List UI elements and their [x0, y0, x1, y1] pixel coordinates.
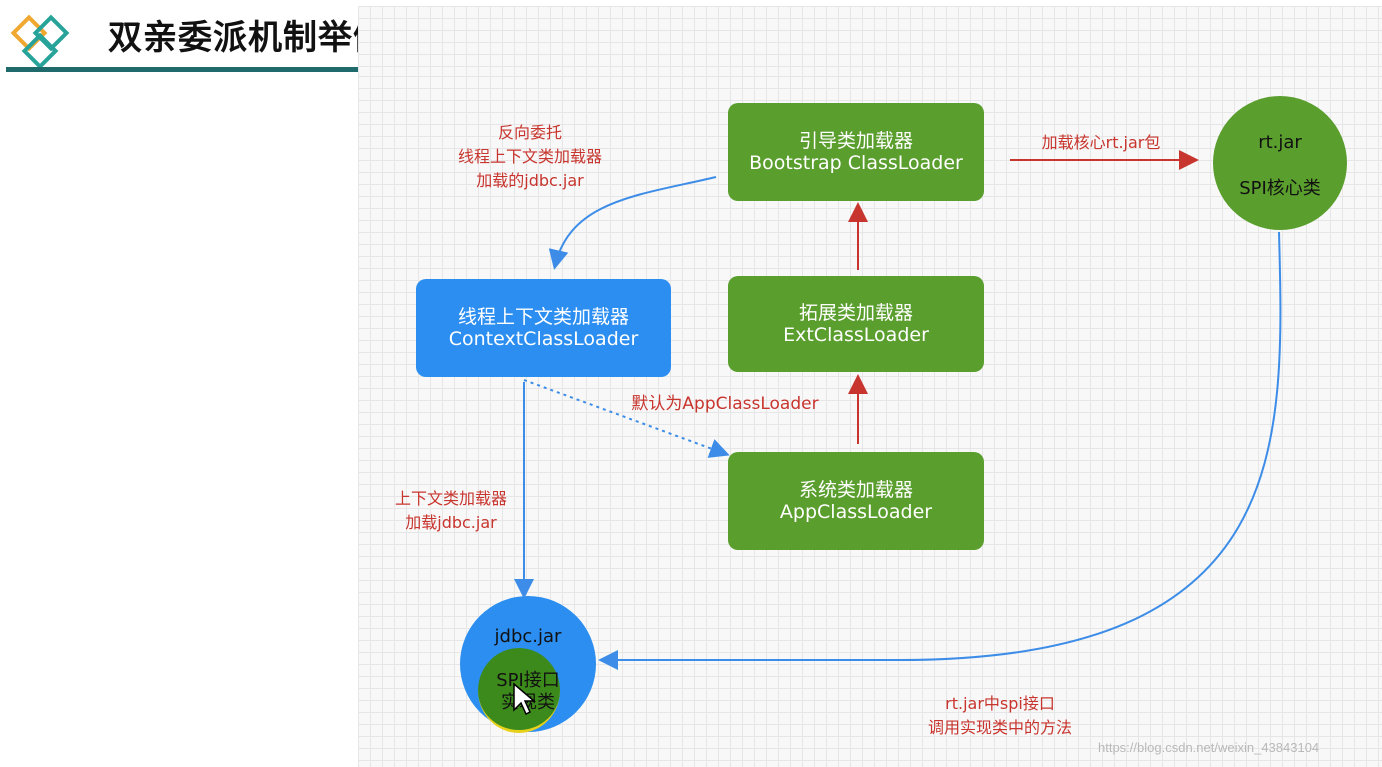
- jdbc-jar-line1: jdbc.jar: [494, 626, 562, 647]
- rt-call-label: rt.jar中spi接口 调用实现类中的方法: [905, 692, 1095, 740]
- title-underline: [6, 67, 358, 72]
- default-app-label: 默认为AppClassLoader: [631, 394, 819, 414]
- jdbc-jar-line2: SPI接口: [496, 670, 560, 691]
- logo-diamonds-icon: [10, 14, 70, 70]
- mouse-cursor-icon: [513, 682, 537, 716]
- context-classloader-node: 线程上下文类加载器 ContextClassLoader: [416, 279, 671, 377]
- rt-call-line1: rt.jar中spi接口: [945, 694, 1055, 713]
- diagram-canvas-top: [358, 6, 1382, 76]
- ext-line2: ExtClassLoader: [783, 324, 929, 346]
- reverse-label-line2: 线程上下文类加载器: [457, 147, 602, 166]
- app-classloader-node: 系统类加载器 AppClassLoader: [728, 452, 984, 550]
- load-core-label: 加载核心rt.jar包: [1041, 133, 1161, 152]
- bootstrap-line1: 引导类加载器: [798, 130, 913, 152]
- ext-classloader-node: 拓展类加载器 ExtClassLoader: [728, 276, 984, 372]
- context-line1: 线程上下文类加载器: [457, 306, 629, 328]
- watermark: https://blog.csdn.net/weixin_43843104: [1098, 740, 1320, 755]
- rt-jar-line2: SPI核心类: [1239, 178, 1321, 199]
- rt-jar-node: rt.jar SPI核心类: [1213, 96, 1347, 230]
- app-line1: 系统类加载器: [798, 479, 913, 501]
- context-line2: ContextClassLoader: [448, 328, 639, 350]
- rt-call-line2: 调用实现类中的方法: [927, 718, 1072, 737]
- reverse-label-line3: 加载的jdbc.jar: [476, 171, 584, 190]
- bootstrap-line2: Bootstrap ClassLoader: [749, 152, 963, 174]
- context-load-label: 上下文类加载器 加载jdbc.jar: [376, 487, 526, 535]
- context-load-line2: 加载jdbc.jar: [405, 513, 497, 532]
- rt-jar-line1: rt.jar: [1258, 132, 1302, 153]
- reverse-label-line1: 反向委托: [497, 123, 562, 142]
- app-line2: AppClassLoader: [779, 501, 933, 523]
- ext-line1: 拓展类加载器: [798, 302, 913, 324]
- reverse-delegation-label: 反向委托 线程上下文类加载器 加载的jdbc.jar: [430, 121, 630, 193]
- jdbc-jar-node: jdbc.jar SPI接口 实现类: [460, 596, 596, 733]
- bootstrap-classloader-node: 引导类加载器 Bootstrap ClassLoader: [728, 103, 984, 201]
- context-load-line1: 上下文类加载器: [394, 489, 507, 508]
